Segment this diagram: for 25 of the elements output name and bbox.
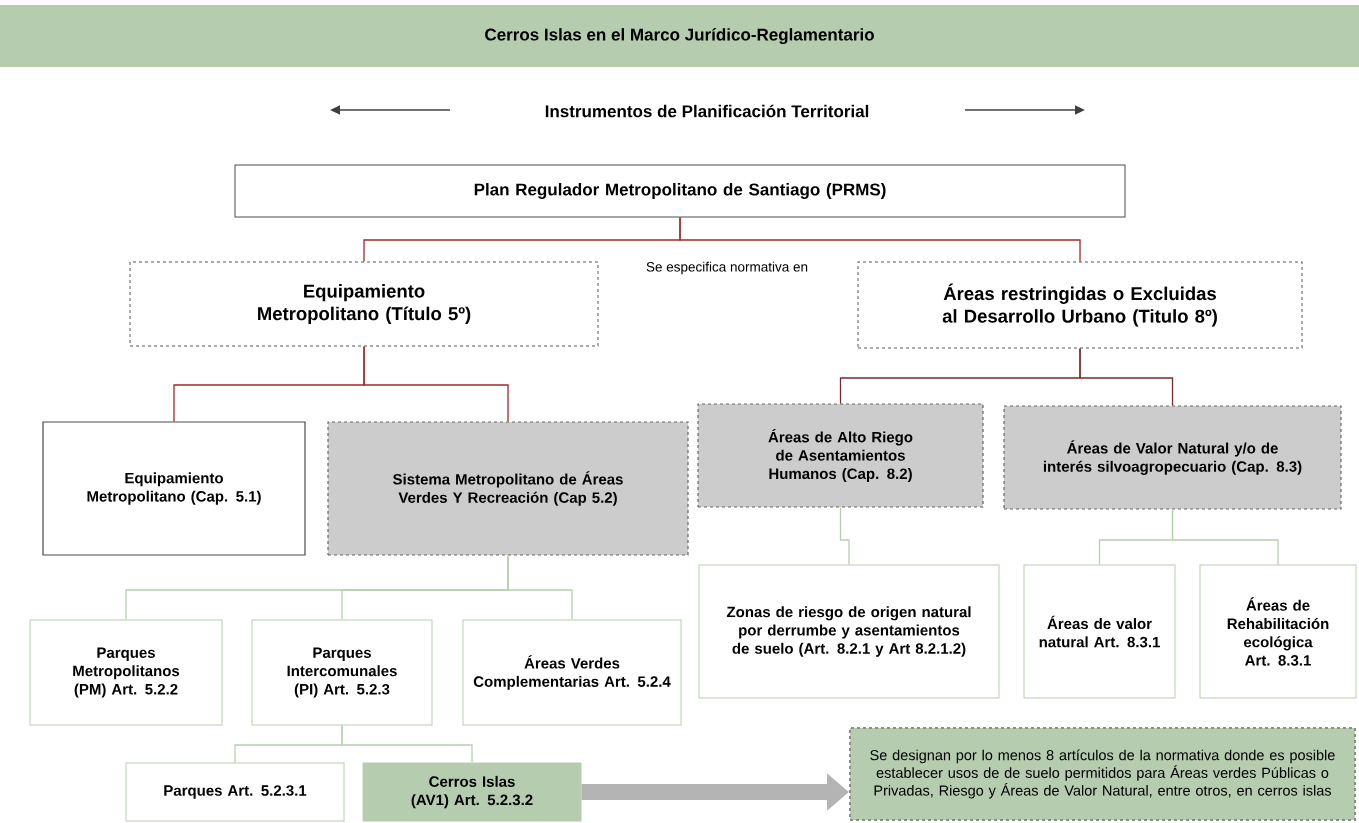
process-box: Equipamiento Metropolitano (Cap. 5.1) bbox=[42, 421, 306, 556]
connector-line bbox=[1079, 347, 1174, 407]
heading-label: Instrumentos de Planificación Territorial bbox=[545, 104, 869, 118]
connector-line bbox=[507, 554, 573, 621]
process-box: Zonas de riesgo de origen natural por derrumbe y asentamientos de suelo (Art. 8.2.1 y Art 8.2.1.2) bbox=[698, 564, 1000, 699]
process-box: Áreas Verdes Complementarias Art. 5.2.4 bbox=[462, 619, 682, 726]
process-box: Áreas de Rehabilitación ecológica Art. 8.3.1 bbox=[1199, 564, 1357, 699]
process-box: Plan Regulador Metropolitano de Santiago (PRMS) bbox=[234, 164, 1126, 218]
connector-line bbox=[341, 724, 473, 764]
note-box: Se designan por lo menos 8 artículos de la normativa donde es posible establecer usos de de suelo permitidos para Áreas verdes Públicas o Privadas, Riesgo y Áreas de Valor Natural, entre otros, en cerros islas bbox=[849, 727, 1356, 821]
connector-line bbox=[1171, 508, 1279, 566]
category-box: Áreas de Alto Riego de Asentamientos Humanos (Cap. 8.2) bbox=[697, 403, 984, 508]
process-box: Cerros Islas (AV1) Art. 5.2.3.2 bbox=[362, 762, 582, 822]
title-banner: Cerros Islas en el Marco Jurídico-Reglamentario bbox=[0, 5, 1359, 67]
category-box: Sistema Metropolitano de Áreas Verdes Y Recreación (Cap 5.2) bbox=[327, 421, 689, 556]
connector-line bbox=[679, 216, 1081, 263]
process-box: Áreas de valor natural Art. 8.3.1 bbox=[1023, 564, 1176, 699]
category-box: Equipamiento Metropolitano (Título 5º) bbox=[129, 261, 599, 347]
process-box: Parques Art. 5.2.3.1 bbox=[125, 762, 345, 822]
process-box: Parques Intercomunales (PI) Art. 5.2.3 bbox=[251, 619, 433, 726]
process-box: Parques Metropolitanos (PM) Art. 5.2.2 bbox=[29, 619, 223, 726]
category-box: Áreas restringidas o Excluidas al Desarrollo Urbano (Titulo 8º) bbox=[857, 261, 1303, 349]
category-box: Áreas de Valor Natural y/o de interés silvoagropecuario (Cap. 8.3) bbox=[1003, 405, 1342, 510]
connector-line bbox=[839, 506, 850, 566]
connector-line bbox=[363, 345, 509, 423]
